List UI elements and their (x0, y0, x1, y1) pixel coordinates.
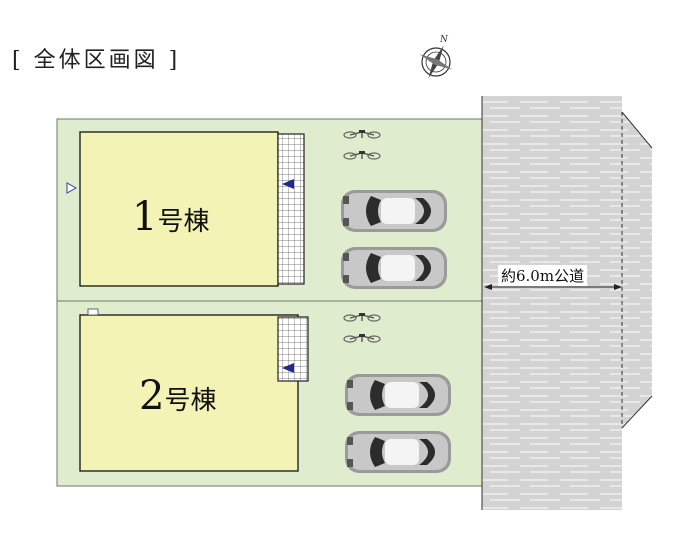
building-1-label: 1号棟 (132, 194, 209, 240)
boundary-mark-icon (87, 308, 99, 316)
page-title: [ 全体区画図 ] (12, 48, 181, 73)
building-2 (79, 314, 299, 472)
boundary-mark-icon (66, 182, 78, 194)
building-1 (79, 131, 279, 287)
entrance-arrow-icon (282, 179, 294, 189)
road-width-label: 約6.0m公道 (498, 265, 588, 286)
building-2-number: 2 (139, 373, 165, 419)
compass-icon: N (419, 35, 453, 79)
compass-north-label: N (439, 35, 449, 45)
building-1-number: 1 (132, 194, 158, 240)
building-2-label: 2号棟 (139, 373, 216, 419)
car-icon (341, 190, 447, 232)
car-icon (345, 374, 451, 416)
building-1-suffix: 号棟 (157, 207, 210, 237)
car-icon (345, 431, 451, 473)
entrance-arrow-icon (282, 363, 294, 373)
building-1-deck (277, 133, 305, 285)
car-icon (341, 247, 447, 289)
building-2-suffix: 号棟 (164, 386, 217, 416)
public-road (482, 96, 652, 510)
